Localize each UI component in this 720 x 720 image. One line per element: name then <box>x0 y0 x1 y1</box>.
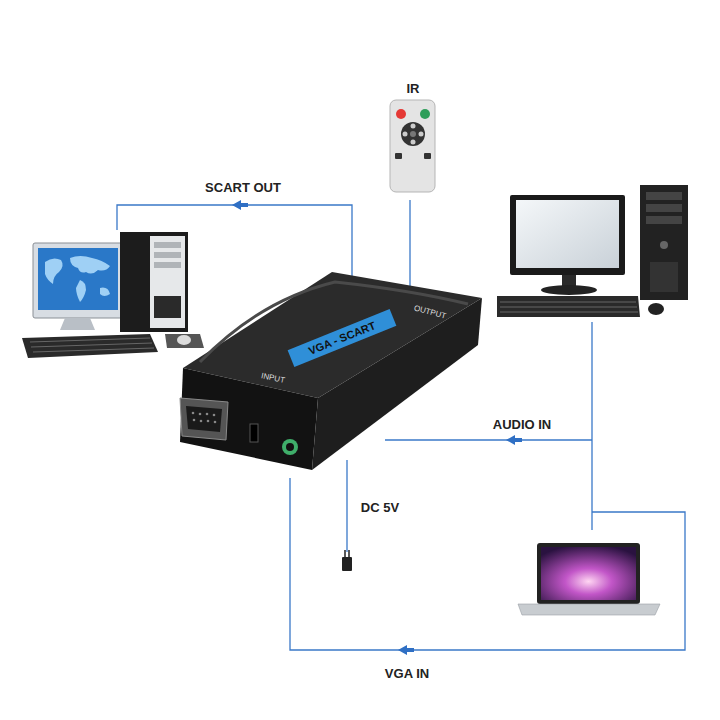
left-computer <box>30 338 154 352</box>
right-computer <box>648 303 664 315</box>
dc-plug <box>342 550 352 571</box>
right-computer <box>650 262 678 292</box>
left-computer <box>33 243 123 318</box>
converter-device <box>312 298 482 470</box>
ir-remote <box>401 122 425 146</box>
converter-device <box>193 419 196 422</box>
flow-arrow <box>232 200 248 210</box>
converter-device <box>192 412 217 424</box>
converter-device <box>180 398 228 440</box>
right-computer <box>516 200 619 268</box>
wire <box>117 200 685 650</box>
ir-remote <box>395 153 402 159</box>
ir-remote <box>396 109 406 119</box>
wire <box>346 460 347 552</box>
wire <box>409 200 410 287</box>
converter-device <box>282 439 298 455</box>
flow-arrow <box>398 645 414 655</box>
wire <box>385 439 592 440</box>
left-computer <box>154 252 181 258</box>
right-computer <box>640 185 688 300</box>
laptop <box>518 543 660 615</box>
wire <box>290 478 685 650</box>
converter-device <box>213 414 216 417</box>
converter-device <box>286 443 294 451</box>
left-computer <box>60 318 95 330</box>
left-computer <box>38 248 118 310</box>
converter-device <box>199 413 202 416</box>
left-computer <box>154 296 181 318</box>
signal-label: IR <box>404 80 423 97</box>
wire <box>591 322 592 530</box>
left-computer <box>22 334 158 358</box>
left-computer <box>177 335 191 345</box>
converter-device <box>192 412 195 415</box>
left-computer <box>22 232 204 358</box>
left-computer <box>120 232 188 332</box>
device-title: VGA - SCART <box>307 319 377 357</box>
ir-remote <box>420 109 430 119</box>
laptop <box>541 547 636 600</box>
left-computer <box>100 288 110 296</box>
left-computer <box>45 258 63 284</box>
right-computer <box>660 241 668 249</box>
left-computer <box>154 262 181 268</box>
laptop <box>518 604 660 615</box>
ir-remote <box>390 100 435 192</box>
signal-label: VGA IN <box>382 665 432 682</box>
right-computer <box>510 195 625 275</box>
left-computer <box>76 280 86 302</box>
ir-remote <box>410 131 416 137</box>
ir-remote <box>390 100 435 192</box>
left-computer <box>150 236 185 328</box>
dc-plug <box>345 550 349 557</box>
power-label: DC 5V <box>358 499 402 516</box>
laptop <box>537 543 640 604</box>
converter-device <box>250 424 258 442</box>
left-computer <box>154 242 181 248</box>
converter-device <box>186 406 222 432</box>
right-computer <box>646 216 682 224</box>
signal-label: AUDIO IN <box>490 416 555 433</box>
port-label: INPUT <box>260 371 285 385</box>
converter-device <box>214 421 217 424</box>
right-computer <box>541 285 597 295</box>
converter-device <box>180 368 318 470</box>
signal-label: SCART OUT <box>202 179 284 196</box>
right-computer <box>646 192 682 200</box>
ir-remote <box>424 153 431 159</box>
right-computer <box>497 185 688 317</box>
left-computer <box>70 256 110 274</box>
converter-device <box>207 420 210 423</box>
ir-remote <box>403 132 408 137</box>
left-computer <box>165 334 204 348</box>
ir-remote <box>411 124 416 129</box>
flow-arrow <box>506 435 522 445</box>
ir-remote <box>419 132 424 137</box>
converter-box: VGA - SCART INPUT OUTPUT <box>175 265 490 480</box>
converter-device <box>180 272 482 470</box>
ir-remote <box>411 140 416 145</box>
right-computer <box>497 296 640 317</box>
converter-device <box>200 420 203 423</box>
dc-plug <box>342 557 352 571</box>
right-computer <box>500 302 638 312</box>
converter-device <box>206 413 209 416</box>
right-computer <box>646 204 682 212</box>
port-label: OUTPUT <box>413 303 447 320</box>
converter-device <box>288 309 397 367</box>
